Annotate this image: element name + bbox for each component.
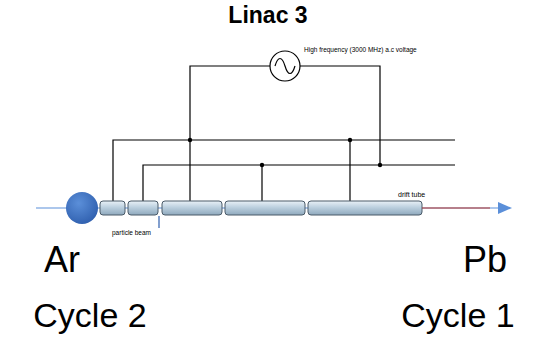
source-label: High frequency (3000 MHz) a.c voltage bbox=[304, 47, 417, 54]
cycle-label: Cycle 1 bbox=[401, 298, 514, 332]
diagram-title: Linac 3 bbox=[228, 4, 307, 27]
beam-arrow bbox=[498, 202, 512, 214]
cycle-label: Cycle 2 bbox=[33, 298, 146, 332]
drift-tubes bbox=[100, 201, 422, 215]
pointer-tick bbox=[158, 216, 159, 228]
part-label: drift tube bbox=[398, 191, 425, 198]
element-label: Pb bbox=[463, 242, 507, 278]
element-label: Ar bbox=[44, 242, 80, 278]
wires bbox=[113, 66, 455, 201]
junction-dots bbox=[188, 138, 382, 167]
ac-source-symbol bbox=[270, 51, 300, 81]
argon-ion bbox=[66, 192, 98, 224]
beam-exit bbox=[422, 208, 490, 209]
part-label: particle beam bbox=[112, 230, 151, 237]
